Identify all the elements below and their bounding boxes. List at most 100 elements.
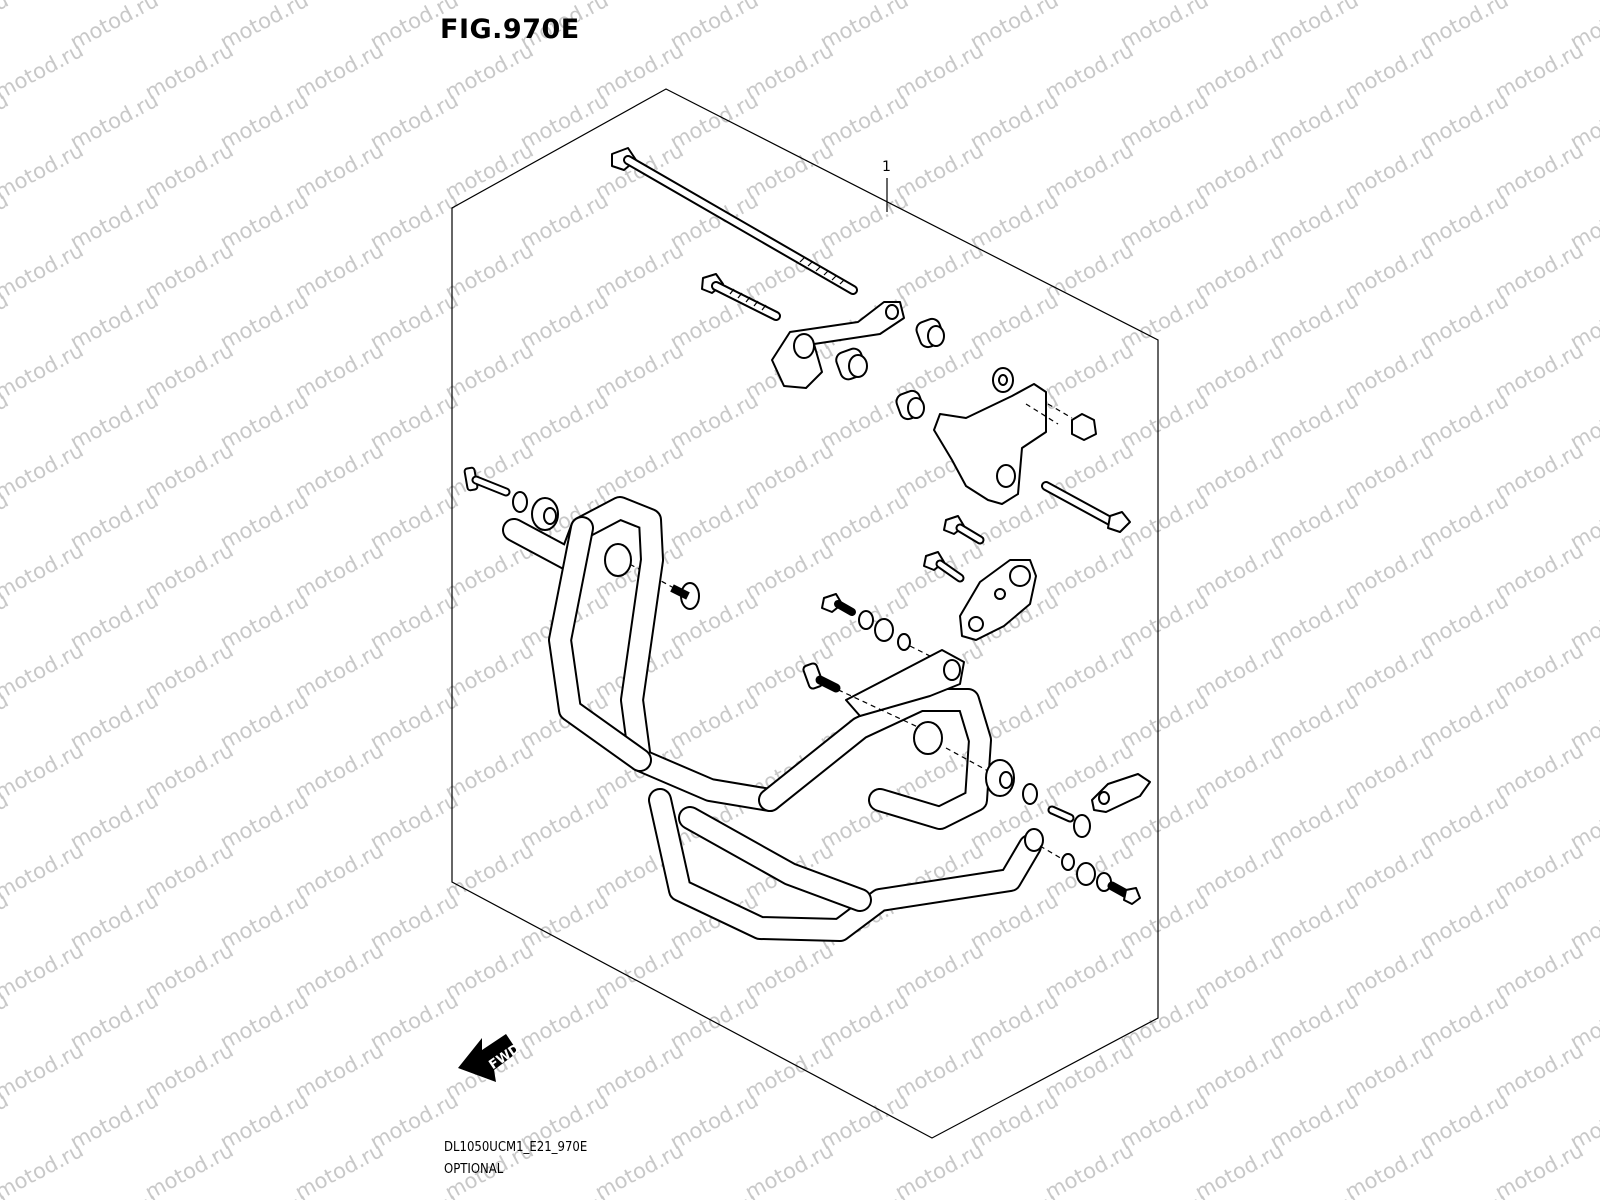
watermark-text: motod.ru (216, 988, 312, 1054)
watermark-text: motod.ru (1116, 1088, 1212, 1154)
watermark-text: motod.ru (1341, 438, 1437, 504)
bolt-icon[interactable] (802, 662, 841, 693)
watermark-text: motod.ru (741, 138, 837, 204)
watermark-text: motod.ru (966, 888, 1062, 954)
watermark-text: motod.ru (291, 538, 387, 604)
bolt-icon[interactable] (463, 466, 511, 497)
rubber-damper-icon[interactable] (874, 618, 894, 642)
watermark-text: motod.ru (966, 88, 1062, 154)
watermark-text: motod.ru (366, 188, 462, 254)
washer-icon[interactable] (1022, 783, 1038, 805)
bolt-icon[interactable] (621, 559, 700, 610)
watermark-text: motod.ru (0, 1038, 87, 1104)
watermark-text: motod.ru (141, 538, 237, 604)
watermark-text: motod.ru (216, 1088, 312, 1154)
watermark-text: motod.ru (591, 938, 687, 1004)
watermark-text: motod.ru (1041, 1038, 1137, 1104)
watermark-text: motod.ru (66, 388, 162, 454)
bolt-icon[interactable] (1047, 805, 1091, 838)
collar-icon[interactable] (992, 367, 1014, 393)
watermark-text: motod.ru (741, 638, 837, 704)
engine-guard-bar-icon[interactable] (502, 496, 1044, 942)
watermark-text: motod.ru (1416, 588, 1512, 654)
small-bracket-icon[interactable] (1091, 773, 1151, 813)
watermark-text: motod.ru (666, 688, 762, 754)
watermark-text: motod.ru (1491, 538, 1587, 604)
bolt-icon[interactable] (821, 593, 856, 616)
watermark-text: motod.ru (1191, 838, 1287, 904)
watermark-text: motod.ru (366, 488, 462, 554)
watermark-text: motod.ru (516, 188, 612, 254)
watermark-text: motod.ru (216, 388, 312, 454)
watermark-text: motod.ru (66, 288, 162, 354)
watermark-text: motod.ru (1566, 1188, 1600, 1200)
rubber-damper-icon[interactable] (1076, 862, 1096, 886)
watermark-text: motod.ru (1416, 788, 1512, 854)
watermark-text: motod.ru (1116, 688, 1212, 754)
collar-icon[interactable] (834, 346, 868, 381)
watermark-text: motod.ru (1341, 938, 1437, 1004)
watermark-text: motod.ru (516, 988, 612, 1054)
watermark-text: motod.ru (1491, 738, 1587, 804)
watermark-text: motod.ru (1416, 388, 1512, 454)
watermark-text: motod.ru (1266, 388, 1362, 454)
watermark-text: motod.ru (1491, 138, 1587, 204)
washer-icon[interactable] (512, 491, 528, 513)
upper-bracket-right-icon[interactable] (933, 383, 1059, 505)
watermark-text: motod.ru (1041, 538, 1137, 604)
long-bolt-right-icon[interactable] (1041, 481, 1131, 533)
watermark-text: motod.ru (141, 338, 237, 404)
cap-nut-icon[interactable] (1047, 403, 1097, 441)
watermark-text: motod.ru (816, 188, 912, 254)
figure-title: FIG.970E (440, 14, 580, 45)
watermark-text: motod.ru (1491, 638, 1587, 704)
watermark-text: motod.ru (0, 0, 87, 4)
watermark-text: motod.ru (891, 138, 987, 204)
watermark-text: motod.ru (1416, 288, 1512, 354)
collar-icon[interactable] (1039, 845, 1075, 871)
watermark-text: motod.ru (1266, 888, 1362, 954)
watermark-text: motod.ru (1191, 38, 1287, 104)
upper-bracket-left-icon[interactable] (771, 301, 905, 389)
watermark-text: motod.ru (0, 938, 87, 1004)
watermark-text: motod.ru (366, 988, 462, 1054)
watermark-text: motod.ru (1341, 1038, 1437, 1104)
watermark-text: motod.ru (966, 188, 1062, 254)
watermark-text: motod.ru (1041, 238, 1137, 304)
watermark-text: motod.ru (216, 88, 312, 154)
watermark-text: motod.ru (0, 638, 87, 704)
rubber-damper-icon[interactable] (531, 497, 559, 531)
watermark-text: motod.ru (0, 338, 87, 404)
watermark-text: motod.ru (1191, 238, 1287, 304)
watermark-text: motod.ru (1416, 1188, 1512, 1200)
watermark-text: motod.ru (441, 38, 537, 104)
bolt-icon[interactable] (1107, 881, 1141, 905)
watermark-text: motod.ru (591, 38, 687, 104)
watermark-text: motod.ru (516, 888, 612, 954)
watermark-text: motod.ru (66, 588, 162, 654)
bolt-icon[interactable] (943, 515, 985, 545)
mounting-plate-icon[interactable] (959, 559, 1037, 641)
watermark-text: motod.ru (1266, 1088, 1362, 1154)
collar-icon[interactable] (897, 633, 947, 665)
watermark-text: motod.ru (1491, 338, 1587, 404)
watermark-text: motod.ru (1341, 638, 1437, 704)
watermark-text: motod.ru (891, 38, 987, 104)
watermark-text: motod.ru (1341, 138, 1437, 204)
watermark-text: motod.ru (1116, 288, 1212, 354)
bolt-icon[interactable] (923, 551, 965, 583)
watermark-text: motod.ru (1266, 188, 1362, 254)
watermark-text: motod.ru (66, 788, 162, 854)
watermark-text: motod.ru (66, 988, 162, 1054)
washer-icon[interactable] (858, 610, 874, 630)
bolt-upper-left-icon[interactable] (701, 273, 781, 321)
collar-icon[interactable] (894, 389, 925, 422)
watermark-text: motod.ru (141, 438, 237, 504)
watermark-text: motod.ru (591, 238, 687, 304)
watermark-text: motod.ru (741, 38, 837, 104)
watermark-text: motod.ru (66, 188, 162, 254)
watermark-text: motod.ru (1491, 1038, 1587, 1104)
collar-icon[interactable] (914, 317, 945, 350)
rubber-damper-icon[interactable] (985, 759, 1015, 797)
long-bolt-top-icon[interactable] (611, 147, 858, 295)
